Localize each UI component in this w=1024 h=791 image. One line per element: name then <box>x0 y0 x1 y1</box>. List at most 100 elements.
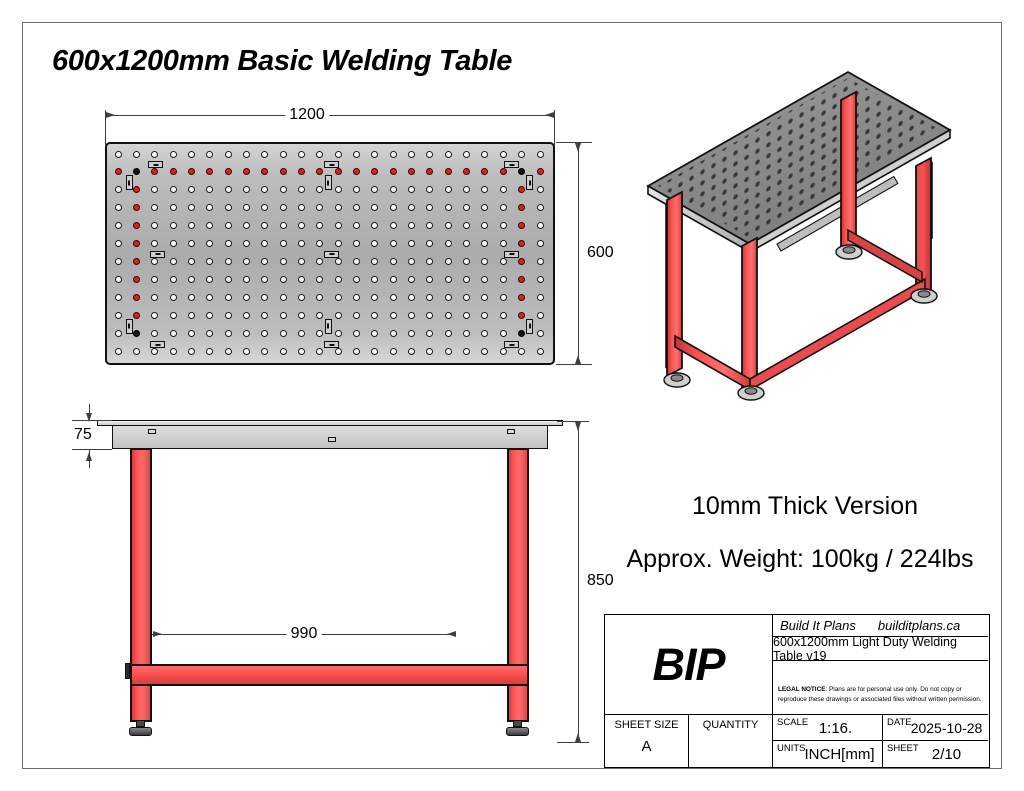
table-hole <box>536 347 544 355</box>
table-hole <box>536 257 544 265</box>
table-hole <box>206 168 214 176</box>
table-hole <box>463 240 471 248</box>
quantity-label: QUANTITY <box>702 719 759 731</box>
table-hole <box>169 293 177 301</box>
table-hole <box>169 311 177 319</box>
table-hole <box>316 204 324 212</box>
table-hole <box>408 240 416 248</box>
table-hole <box>169 186 177 194</box>
legal-notice-text: : Plans are for personal use only. Do no… <box>778 686 982 703</box>
table-hole <box>224 311 232 319</box>
table-hole <box>187 186 195 194</box>
table-hole <box>187 240 195 248</box>
table-hole <box>242 347 250 355</box>
table-hole <box>114 240 122 248</box>
table-hole <box>408 347 416 355</box>
table-hole <box>279 222 287 230</box>
logo-text: BIP <box>652 638 725 690</box>
table-hole <box>114 222 122 230</box>
table-hole <box>151 293 159 301</box>
table-hole <box>499 150 507 158</box>
isometric-view <box>620 60 1010 420</box>
table-hole <box>444 240 452 248</box>
table-hole <box>242 275 250 283</box>
table-hole <box>371 347 379 355</box>
table-hole <box>334 311 342 319</box>
weld-mark <box>125 318 133 334</box>
table-hole <box>169 275 177 283</box>
table-hole <box>151 275 159 283</box>
table-hole <box>224 168 232 176</box>
table-hole <box>463 311 471 319</box>
table-hole <box>536 293 544 301</box>
table-hole <box>206 204 214 212</box>
table-hole <box>114 186 122 194</box>
table-hole <box>463 347 471 355</box>
table-hole <box>444 222 452 230</box>
table-hole <box>206 293 214 301</box>
iso-table-top <box>646 70 952 254</box>
foot-stem <box>136 720 145 727</box>
table-hole <box>499 347 507 355</box>
table-hole <box>242 204 250 212</box>
table-hole <box>408 150 416 158</box>
table-hole <box>279 311 287 319</box>
table-hole <box>334 222 342 230</box>
table-hole <box>224 275 232 283</box>
table-hole <box>242 257 250 265</box>
table-hole <box>481 293 489 301</box>
table-hole <box>114 168 122 176</box>
foot-pad <box>129 727 152 736</box>
table-hole <box>499 240 507 248</box>
table-hole <box>463 257 471 265</box>
table-hole <box>242 186 250 194</box>
table-hole <box>536 150 544 158</box>
logo-cell: BIP <box>605 615 773 715</box>
table-hole <box>132 329 140 337</box>
table-hole <box>536 222 544 230</box>
table-hole <box>224 204 232 212</box>
table-hole <box>444 168 452 176</box>
table-hole <box>536 240 544 248</box>
table-hole <box>389 222 397 230</box>
iso-stretcher-back <box>847 228 923 284</box>
table-hole <box>114 257 122 265</box>
isometric-svg <box>646 70 952 401</box>
table-hole <box>242 240 250 248</box>
table-hole <box>444 347 452 355</box>
table-hole <box>389 329 397 337</box>
table-hole <box>334 293 342 301</box>
table-hole <box>371 168 379 176</box>
company-name: Build It Plans <box>780 618 856 633</box>
table-hole <box>261 293 269 301</box>
table-hole <box>151 168 159 176</box>
table-hole <box>444 311 452 319</box>
table-hole <box>279 168 287 176</box>
quantity-value <box>689 731 772 738</box>
table-hole <box>132 222 140 230</box>
table-hole <box>463 186 471 194</box>
scale-value: 1:16. <box>818 720 853 737</box>
table-hole <box>389 168 397 176</box>
table-hole <box>334 186 342 194</box>
table-hole <box>206 186 214 194</box>
table-hole <box>261 150 269 158</box>
table-hole <box>132 168 140 176</box>
table-hole <box>279 204 287 212</box>
table-hole <box>297 329 305 337</box>
table-hole <box>426 257 434 265</box>
table-hole <box>261 347 269 355</box>
table-hole <box>261 329 269 337</box>
iso-foot-back-right <box>835 244 863 260</box>
date-label: DATE <box>887 717 912 728</box>
table-hole <box>151 347 159 355</box>
sheet-label: SHEET <box>887 743 919 754</box>
table-hole <box>353 275 361 283</box>
units-value: INCH[mm] <box>804 746 875 763</box>
apron-tab-right <box>507 429 515 434</box>
table-hole <box>389 275 397 283</box>
weld-mark <box>150 250 166 258</box>
front-stretcher <box>130 664 529 686</box>
dimension-top-width-text: 600 <box>583 244 618 262</box>
website-link[interactable]: builditplans.ca <box>877 618 961 633</box>
